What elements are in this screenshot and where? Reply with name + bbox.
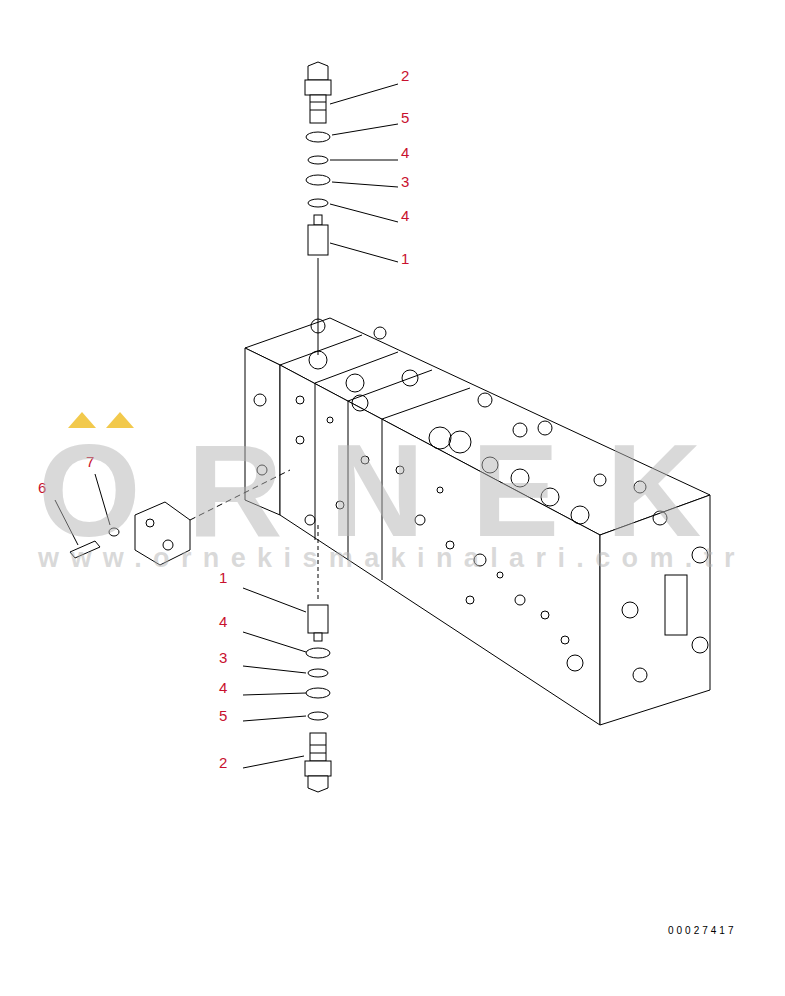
watermark-logo: ORNEK [38,425,748,557]
callout-number: 4 [219,614,227,629]
valve-parts-top [305,62,398,262]
callout-number: 5 [219,708,227,723]
callout-number: 4 [401,145,409,160]
callout-number: 4 [219,680,227,695]
callout-number: 1 [219,570,227,585]
callout-number: 2 [401,68,409,83]
callout-number: 5 [401,110,409,125]
callout-number: 3 [219,650,227,665]
watermark-url: www.ornekismakinalari.com.tr [38,545,746,572]
part-number: 00027417 [668,926,737,936]
callout-number: 3 [401,174,409,189]
callout-number: 2 [219,755,227,770]
callout-number: 4 [401,208,409,223]
callout-number: 1 [401,251,409,266]
